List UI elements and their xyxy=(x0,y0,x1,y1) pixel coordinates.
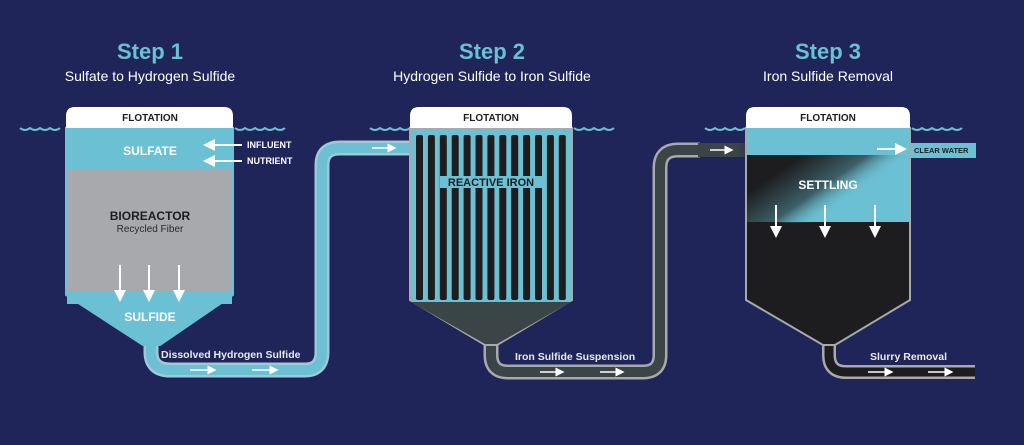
iron-plate xyxy=(535,135,542,300)
slurry-removal-label: Slurry Removal xyxy=(870,351,947,363)
step-2-subtitle: Hydrogen Sulfide to Iron Sulfide xyxy=(393,68,591,84)
iron-sulfide-suspension-label: Iron Sulfide Suspension xyxy=(515,351,635,363)
iron-plate xyxy=(558,135,566,300)
step-2-title: Step 2 xyxy=(459,39,525,64)
flotation-label: FLOTATION xyxy=(800,113,856,124)
iron-plate xyxy=(499,135,507,300)
water-surface-waves xyxy=(19,126,963,131)
step-1-title: Step 1 xyxy=(117,39,183,64)
influent-label: INFLUENT xyxy=(247,140,292,150)
pipe-clear-water xyxy=(908,143,976,158)
step-1-heading: Step 1 Sulfate to Hydrogen Sulfide xyxy=(65,39,236,84)
tank-bioreactor: FLOTATION SULFATE INFLUENT NUTRIENT BIOR… xyxy=(65,107,301,361)
sulfide-label: SULFIDE xyxy=(124,310,175,324)
iron-plate xyxy=(439,135,447,300)
step-1-subtitle: Sulfate to Hydrogen Sulfide xyxy=(65,68,236,84)
dissolved-hydrogen-sulfide-label: Dissolved Hydrogen Sulfide xyxy=(161,349,301,361)
recycled-fiber-label: Recycled Fiber xyxy=(117,224,184,235)
nutrient-label: NUTRIENT xyxy=(247,156,293,166)
iron-plate xyxy=(427,135,435,300)
iron-plate xyxy=(475,135,483,300)
tank-reactive-iron: FLOTATION REACTIVE IRON Iron Sulfide Sus… xyxy=(409,107,635,363)
clear-water-label: CLEAR WATER xyxy=(914,146,969,155)
flotation-cap xyxy=(410,107,572,128)
reactive-iron-label: REACTIVE IRON xyxy=(448,177,534,189)
settling-label: SETTLING xyxy=(798,178,857,192)
pipe-hydrogen-sulfide xyxy=(143,140,412,378)
step-2-heading: Step 2 Hydrogen Sulfide to Iron Sulfide xyxy=(393,39,591,84)
bioreactor-label: BIOREACTOR xyxy=(110,209,191,223)
iron-plate xyxy=(451,135,459,300)
flotation-cap xyxy=(66,107,233,128)
iron-plate xyxy=(523,135,531,300)
flotation-label: FLOTATION xyxy=(122,113,178,124)
step-3-title: Step 3 xyxy=(795,39,861,64)
flotation-label: FLOTATION xyxy=(463,113,519,124)
tank-settling: FLOTATION CLEAR WATER SETTLING Slurry Re… xyxy=(745,107,969,363)
iron-plate xyxy=(487,135,495,300)
step-3-heading: Step 3 Iron Sulfide Removal xyxy=(763,39,893,84)
iron-plate xyxy=(511,135,519,300)
step-3-subtitle: Iron Sulfide Removal xyxy=(763,68,893,84)
iron-plate xyxy=(416,135,423,300)
flotation-cap xyxy=(746,107,910,128)
iron-plate xyxy=(463,135,471,300)
iron-plate xyxy=(546,135,554,300)
pipe-slurry xyxy=(822,335,975,379)
sulfate-label: SULFATE xyxy=(123,144,177,158)
